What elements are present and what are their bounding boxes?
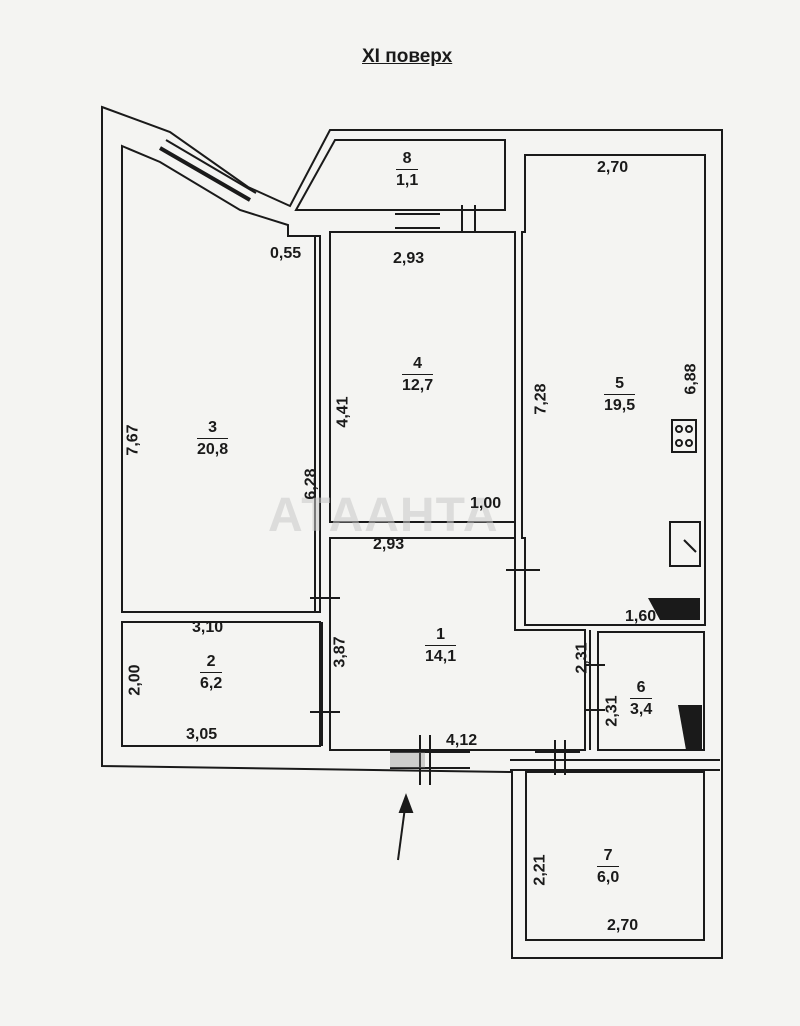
dim-room6-left-upper: 2,31	[573, 642, 591, 674]
room-4: 4 12,7	[402, 356, 434, 394]
room-number: 3	[197, 420, 229, 439]
room-area: 12,7	[402, 377, 434, 394]
floor-title: XI поверх	[362, 46, 453, 67]
room-area: 14,1	[425, 648, 457, 665]
room-area: 6,0	[597, 869, 620, 886]
room-area: 20,8	[197, 441, 229, 458]
room7-wall	[525, 771, 705, 941]
outer-wall	[101, 105, 723, 959]
shaft-icon	[648, 598, 700, 620]
room-8: 8 1,1	[396, 151, 419, 189]
room-area: 19,5	[604, 397, 636, 414]
dim-room6-top: 1,60	[625, 608, 657, 625]
dim-corridor-left: 3,87	[331, 636, 349, 668]
dim-room3-height: 7,67	[124, 424, 142, 456]
stove-icon	[671, 419, 697, 453]
room-number: 1	[425, 627, 457, 646]
dim-room4-height: 4,41	[334, 396, 352, 428]
shaft-icon-2	[678, 705, 702, 750]
room6-wall	[597, 631, 705, 751]
room-7: 7 6,0	[597, 848, 620, 886]
room-number: 4	[402, 356, 434, 375]
room-number: 7	[597, 848, 620, 867]
room-number: 5	[604, 376, 636, 395]
room8-wall	[294, 139, 506, 211]
room-number: 8	[396, 151, 419, 170]
room2-wall	[121, 621, 321, 747]
dim-room6-left-lower: 2,31	[603, 695, 621, 727]
dim-room2-bottom: 3,05	[186, 726, 218, 743]
room-area: 6,2	[200, 675, 223, 692]
room-number: 2	[200, 654, 223, 673]
dim-room3-bottom: 3,10	[192, 619, 224, 636]
room-6: 6 3,4	[630, 680, 653, 718]
dim-room8-top-right: 2,70	[597, 159, 629, 176]
dim-room5-left: 7,28	[532, 383, 550, 415]
room5-wall	[521, 154, 706, 626]
room-1: 1 14,1	[425, 627, 457, 665]
dim-room4-bottom: 2,93	[373, 536, 405, 553]
dim-corridor-bottom: 4,12	[446, 732, 478, 749]
dim-room7-bottom: 2,70	[607, 917, 639, 934]
room3-wall	[121, 144, 321, 613]
watermark-logo: АТААНТА	[268, 489, 499, 542]
room-number: 6	[630, 680, 653, 699]
room-3: 3 20,8	[197, 420, 229, 458]
dim-room3-corner: 0,55	[270, 245, 302, 262]
dim-room7-left: 2,21	[531, 854, 549, 886]
dim-room3-right: 6,28	[302, 468, 320, 500]
room-area: 1,1	[396, 172, 419, 189]
corridor-wall	[329, 537, 586, 751]
dim-partial: 1,00	[470, 495, 502, 512]
sink-icon	[669, 521, 701, 567]
room-2: 2 6,2	[200, 654, 223, 692]
room-5: 5 19,5	[604, 376, 636, 414]
dim-room2-left: 2,00	[126, 664, 144, 696]
dim-room5-right: 6,88	[682, 363, 700, 395]
dim-room4-top: 2,93	[393, 250, 425, 267]
room-area: 3,4	[630, 701, 653, 718]
